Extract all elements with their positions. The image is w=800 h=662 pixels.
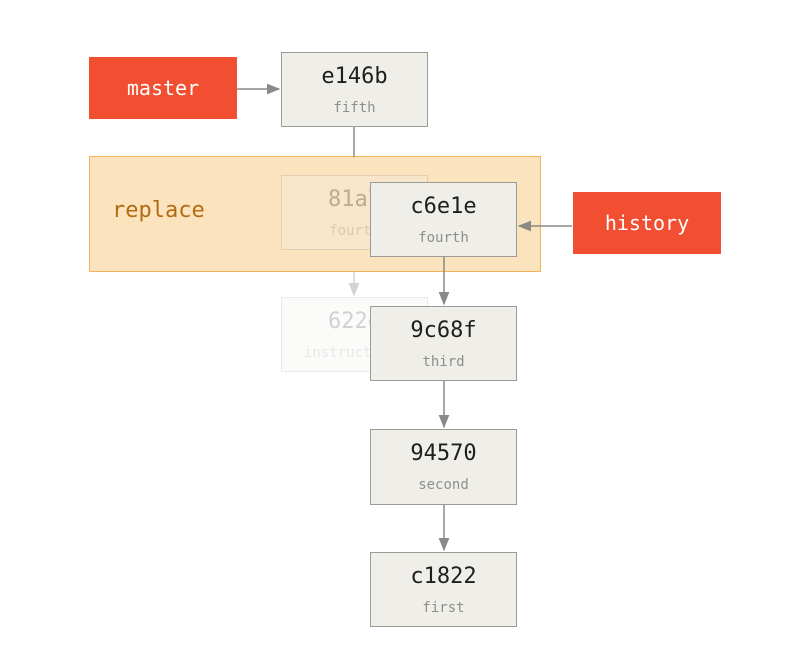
replace-label: replace	[112, 198, 205, 223]
commit-9c68f: 9c68f third	[370, 306, 517, 381]
commit-message: fourth	[329, 223, 380, 239]
commit-hash: 94570	[410, 441, 477, 466]
commit-message: first	[422, 600, 465, 616]
commit-94570: 94570 second	[370, 429, 517, 505]
commit-message: second	[418, 477, 469, 493]
commit-hash: 9c68f	[410, 318, 477, 343]
ref-master: master	[89, 57, 237, 119]
commit-hash: e146b	[321, 64, 388, 89]
commit-message: fourth	[418, 230, 469, 246]
commit-c1822: c1822 first	[370, 552, 517, 627]
commit-e146b: e146b fifth	[281, 52, 428, 127]
ref-history: history	[573, 192, 721, 254]
commit-hash: c1822	[410, 564, 477, 589]
commit-message: fifth	[333, 100, 376, 116]
commit-hash: c6e1e	[410, 194, 477, 219]
commit-c6e1e: c6e1e fourth	[370, 182, 517, 257]
commit-message: third	[422, 354, 465, 370]
